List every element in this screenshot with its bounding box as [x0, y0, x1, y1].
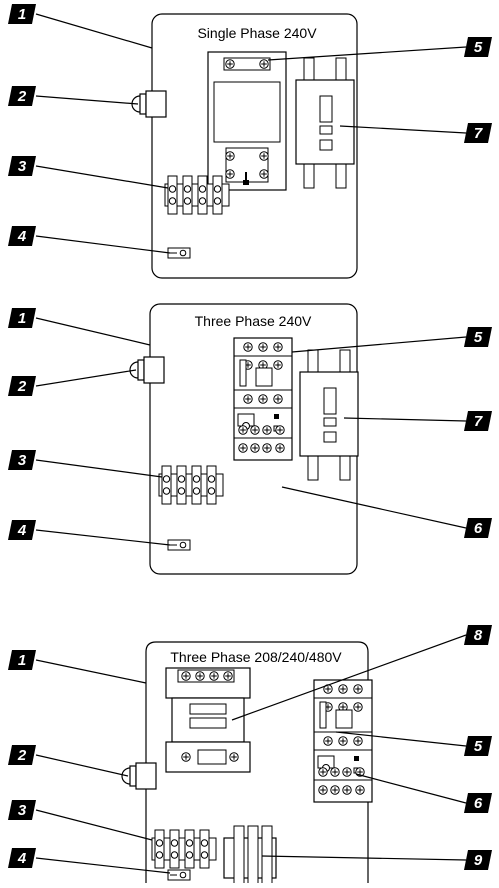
panel-three-phase-240: Three Phase 240V 1 2 3 4 5 7 6 — [8, 303, 492, 575]
callout-5: 5 — [464, 736, 492, 756]
callout-2: 2 — [8, 86, 36, 106]
callout-9: 9 — [464, 850, 492, 870]
fuse-holder — [223, 825, 277, 887]
callout-2: 2 — [8, 745, 36, 765]
panel-single-phase: Single Phase 240V 1 2 3 4 5 7 — [8, 4, 492, 279]
ground-lug — [167, 247, 191, 259]
callout-3: 3 — [8, 800, 36, 820]
svg-text:1: 1 — [18, 310, 26, 327]
svg-text:2: 2 — [17, 88, 27, 105]
panel-title: Three Phase 240V — [195, 313, 312, 329]
contactor — [234, 338, 292, 460]
callout-1: 1 — [8, 308, 36, 328]
circuit-breaker — [299, 349, 359, 481]
callout-2: 2 — [8, 376, 36, 396]
callout-5: 5 — [464, 37, 492, 57]
svg-text:2: 2 — [17, 747, 27, 764]
callout-8: 8 — [464, 625, 492, 645]
callout-1: 1 — [8, 4, 36, 24]
contactor — [207, 51, 287, 191]
svg-text:7: 7 — [474, 125, 483, 142]
callout-4: 4 — [8, 226, 36, 246]
svg-text:6: 6 — [474, 520, 483, 537]
svg-text:3: 3 — [18, 158, 27, 175]
panel-title: Three Phase 208/240/480V — [170, 649, 342, 665]
svg-text:2: 2 — [17, 378, 27, 395]
terminal-block — [158, 465, 224, 505]
callout-7: 7 — [464, 123, 492, 143]
svg-text:9: 9 — [474, 852, 483, 869]
svg-text:5: 5 — [474, 329, 483, 346]
svg-text:1: 1 — [18, 652, 26, 669]
svg-text:3: 3 — [18, 452, 27, 469]
ground-lug — [167, 869, 191, 881]
panel-title: Single Phase 240V — [197, 25, 317, 41]
enclosure-outline — [145, 641, 369, 883]
callout-4: 4 — [8, 848, 36, 868]
ground-lug — [167, 539, 191, 551]
callout-3: 3 — [8, 450, 36, 470]
enclosure-outline — [151, 13, 358, 279]
callout-1: 1 — [8, 650, 36, 670]
callout-5: 5 — [464, 327, 492, 347]
terminal-block — [164, 175, 230, 215]
svg-text:7: 7 — [474, 413, 483, 430]
terminal-block — [151, 829, 217, 869]
callout-4: 4 — [8, 520, 36, 540]
svg-text:4: 4 — [17, 228, 27, 245]
svg-text:8: 8 — [474, 627, 483, 644]
callout-6: 6 — [464, 793, 492, 813]
transformer — [165, 667, 251, 773]
contactor — [314, 680, 372, 802]
svg-text:3: 3 — [18, 802, 27, 819]
panel-three-phase-208-240-480: Three Phase 208/240/480V — [8, 625, 492, 887]
callout-6: 6 — [464, 518, 492, 538]
svg-text:6: 6 — [474, 795, 483, 812]
svg-text:4: 4 — [17, 522, 27, 539]
callout-3: 3 — [8, 156, 36, 176]
svg-text:5: 5 — [474, 39, 483, 56]
svg-text:4: 4 — [17, 850, 27, 867]
callout-7: 7 — [464, 411, 492, 431]
svg-text:5: 5 — [474, 738, 483, 755]
circuit-breaker — [295, 57, 355, 189]
svg-text:1: 1 — [18, 6, 26, 23]
